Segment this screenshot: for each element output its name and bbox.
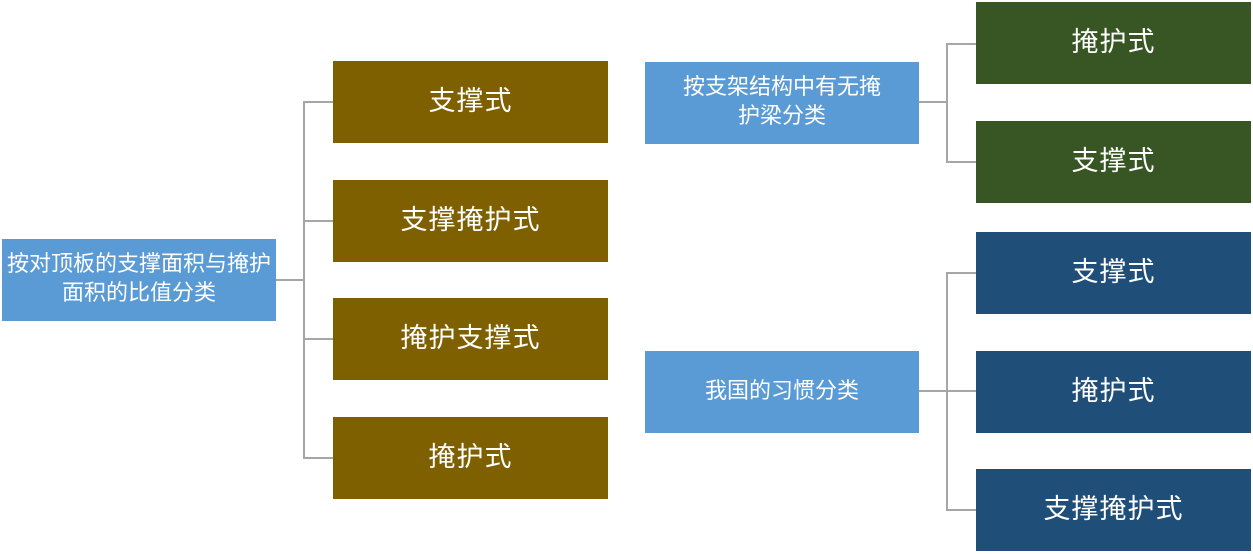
leaf-node: 支撑式 bbox=[976, 232, 1251, 314]
connector bbox=[946, 509, 976, 511]
connector bbox=[303, 338, 333, 340]
leaf-node: 掩护式 bbox=[976, 2, 1251, 84]
connector bbox=[919, 101, 948, 103]
connector bbox=[946, 272, 976, 274]
leaf-node: 掩护式 bbox=[333, 417, 608, 499]
connector bbox=[303, 220, 333, 222]
connector bbox=[303, 457, 333, 459]
connector bbox=[919, 390, 948, 392]
leaf-node: 掩护式 bbox=[976, 351, 1251, 433]
leaf-node: 掩护支撑式 bbox=[333, 298, 608, 380]
leaf-node: 支撑式 bbox=[333, 61, 608, 143]
connector bbox=[946, 43, 948, 163]
connector bbox=[946, 43, 976, 45]
leaf-node: 支撑式 bbox=[976, 121, 1251, 203]
connector bbox=[303, 101, 305, 459]
connector bbox=[276, 279, 305, 281]
connector bbox=[946, 390, 976, 392]
leaf-node: 支撑掩护式 bbox=[976, 469, 1251, 551]
category-node-shield-beam: 按支架结构中有无掩护梁分类 bbox=[645, 62, 919, 144]
connector bbox=[946, 161, 976, 163]
category-node-area-ratio: 按对顶板的支撑面积与掩护面积的比值分类 bbox=[2, 239, 276, 321]
connector bbox=[303, 101, 333, 103]
leaf-node: 支撑掩护式 bbox=[333, 180, 608, 262]
category-node-domestic: 我国的习惯分类 bbox=[645, 351, 919, 433]
